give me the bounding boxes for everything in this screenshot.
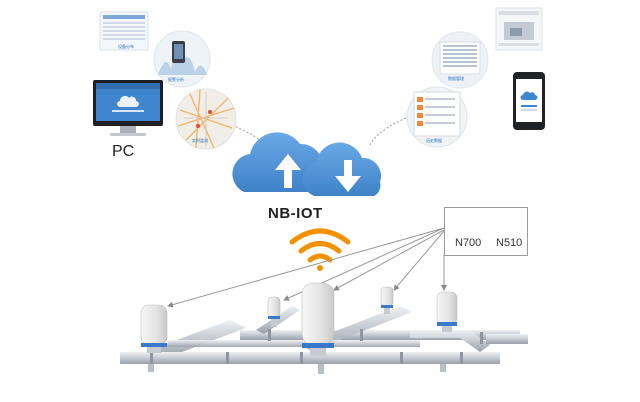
caption-data: 数据管理 [448,75,464,81]
mobile-phone-icon [513,72,545,130]
sensor-small-1 [267,296,281,327]
network-label: NB-IOT [268,205,323,222]
cloud-download-icon [302,142,382,196]
circle-thumbnail-map: 实时监测 [175,88,237,150]
upload-arrow-icon [275,154,301,188]
pc-label: PC [112,143,135,160]
sensor-large [301,282,335,356]
sensor-left [140,304,168,353]
pc-monitor-icon [93,80,163,136]
module-box [444,207,528,256]
dashboard-thumbnail-left: 设备分布 [99,11,149,51]
module-label-n510: N510 [496,237,523,249]
circle-thumbnail-analysis: 报警分析 [153,30,211,88]
sensor-right [436,291,458,332]
download-arrow-icon [335,160,361,192]
wifi-signal-icon [289,228,351,271]
dashboard-thumbnail-right [495,7,543,51]
connection-arrows [167,227,447,308]
circle-thumbnail-history: 历史数据 [406,86,468,148]
caption-monitor: 实时监测 [192,137,208,143]
svg-text:设备分布: 设备分布 [118,43,134,49]
module-label-n700: N700 [455,237,482,249]
pipeline-network [120,306,528,374]
sensor-small-2 [380,286,394,314]
caption-analysis: 报警分析 [168,76,184,82]
circle-thumbnail-data: 数据管理 [431,31,489,89]
caption-history: 历史数据 [426,137,442,143]
dotted-connector-right [369,117,407,146]
cloud-upload-icon [232,132,325,192]
